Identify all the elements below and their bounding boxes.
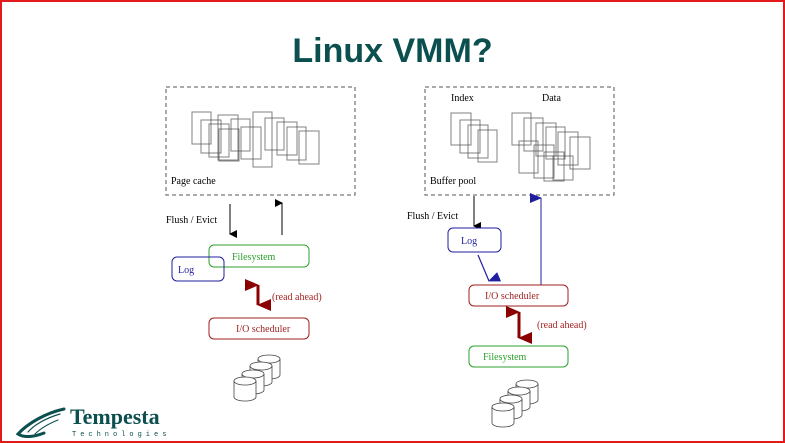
log-to-scheduler-arrow [477, 254, 502, 282]
right-diagram: Index Data Buffer pool Flush / Evict Log [407, 86, 615, 428]
disk-stack-icon [491, 379, 539, 428]
data-label: Data [542, 93, 561, 104]
log-label: Log [461, 236, 477, 247]
tempesta-logo-icon [15, 407, 66, 438]
page-cache-pages [191, 111, 320, 168]
left-diagram: Page cache Flush / Evict Filesystem Log … [165, 86, 356, 402]
page-cache-label: Page cache [171, 176, 216, 187]
io-scheduler-label: I/O scheduler [236, 324, 291, 335]
filesystem-box [208, 244, 310, 268]
data-pages [511, 112, 591, 182]
flush-evict-label: Flush / Evict [407, 211, 458, 222]
index-label: Index [451, 93, 474, 104]
log-box [171, 256, 225, 282]
read-ahead-label: (read ahead) [272, 292, 322, 303]
page-cache-box [165, 86, 356, 196]
disk-stack-icon [233, 354, 281, 402]
log-box [447, 227, 502, 253]
log-label: Log [178, 265, 194, 276]
buffer-pool-label: Buffer pool [430, 176, 476, 187]
io-scheduler-box [208, 317, 310, 340]
buffer-pool-box [424, 86, 615, 196]
filesystem-box [468, 345, 569, 368]
filesystem-label: Filesystem [232, 252, 276, 263]
io-scheduler-label: I/O scheduler [485, 291, 540, 302]
slide-title: Linux VMM? [292, 32, 493, 70]
logo-subtitle: Technologies [72, 431, 171, 439]
read-ahead-label: (read ahead) [537, 320, 587, 331]
flush-evict-label: Flush / Evict [166, 215, 217, 226]
filesystem-label: Filesystem [483, 352, 527, 363]
logo-name: Tempesta [70, 404, 160, 429]
index-pages [450, 112, 498, 163]
